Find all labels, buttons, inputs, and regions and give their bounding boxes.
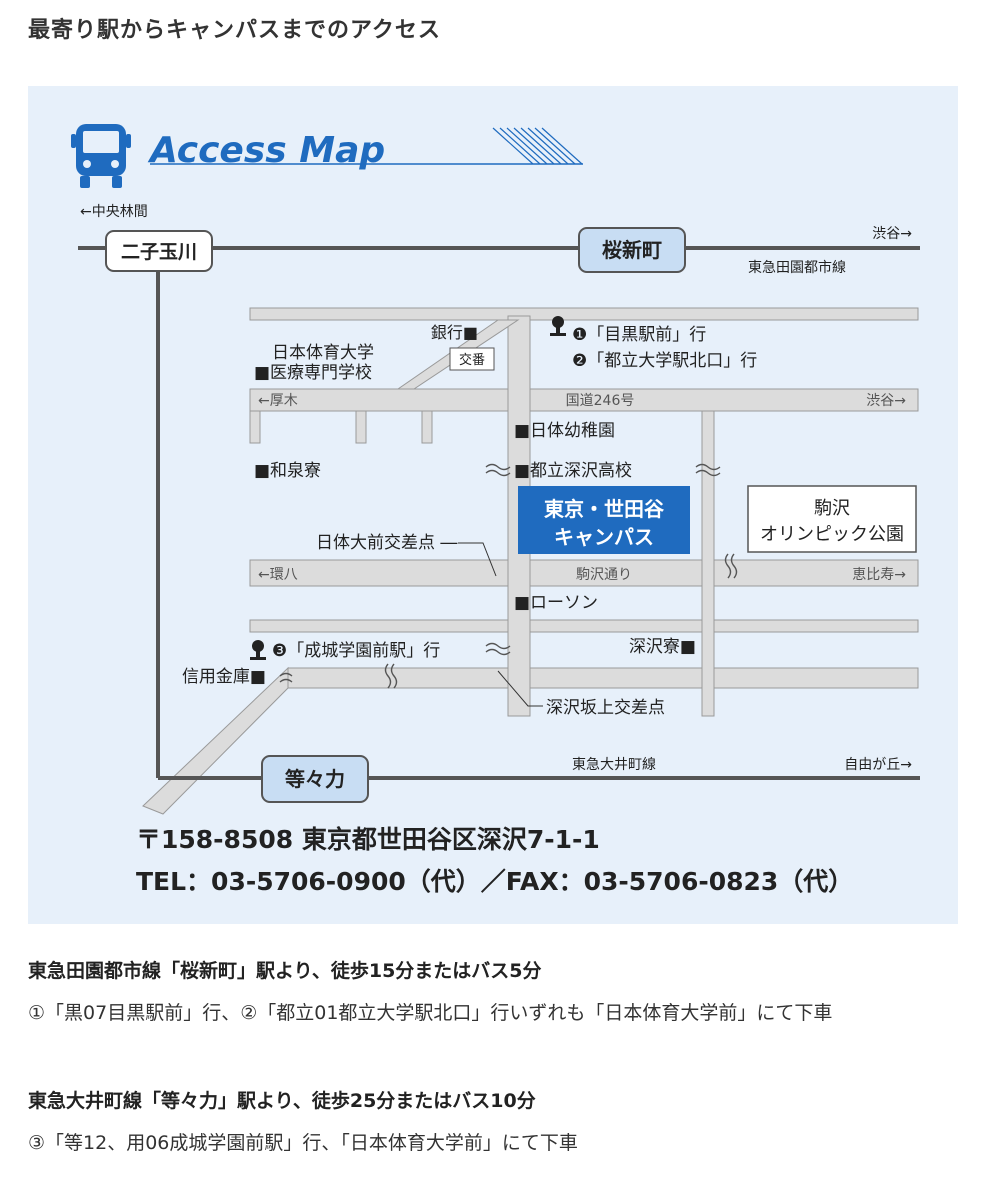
lawson-label: ■ローソン (514, 593, 598, 613)
station-futako: 二子玉川 (105, 230, 213, 272)
fukasawa-dorm-label: 深沢寮■ (629, 637, 696, 657)
dir-kanpachi: ←環八 (258, 567, 298, 583)
kindergarten-label: ■日体幼稚園 (514, 421, 615, 441)
route-1-title: 東急田園都市線「桜新町」駅より、徒歩15分またはバス5分 (28, 960, 542, 982)
route-246: 国道246号 (566, 393, 635, 409)
bus-stop-1-label: ❶「目黒駅前」行 (572, 325, 706, 345)
park-label-line2: オリンピック公園 (760, 524, 904, 545)
station-todoroki-label: 等々力 (285, 767, 345, 791)
road-break-marks (279, 463, 738, 689)
park-box: 駒沢 オリンピック公園 (747, 485, 917, 553)
nittai-label-1: 日本体育大学 (272, 343, 374, 363)
route-1-description: ①「黒07目黒駅前」行、②「都立01都立大学駅北口」行いずれも「日本体育大学前」… (28, 1002, 833, 1024)
access-map-svg: Access Map 二子玉川 桜新町 等々力 (71, 124, 920, 896)
title-hatch (492, 127, 583, 165)
dir-shibuya-top: 渋谷→ (872, 226, 912, 242)
nittai-label-2: ■医療専門学校 (254, 363, 372, 383)
bank-label: 銀行■ (431, 323, 478, 342)
tel-fax: TEL：03-5706-0900（代）／FAX：03-5706-0823（代） (136, 867, 853, 896)
bus-stop-pin-icon (250, 640, 266, 660)
dir-jiyugaoka: 自由が丘→ (844, 757, 912, 773)
roads (142, 307, 919, 815)
address: 〒158-8508 東京都世田谷区深沢7-1-1 (136, 825, 600, 854)
komazawa-dori: 駒沢通り (576, 567, 632, 583)
bus-stop-2-label: ❷「都立大学駅北口」行 (572, 351, 757, 371)
station-sakurashinmachi: 桜新町 (578, 227, 686, 273)
koban-box (449, 347, 495, 371)
leader-lines (458, 542, 543, 707)
highschool-label: ■都立深沢高校 (514, 461, 632, 481)
campus-label-line2: キャンパス (554, 525, 654, 549)
route-2-title: 東急大井町線「等々力」駅より、徒歩25分またはバス10分 (28, 1090, 536, 1112)
bus-stop-3-label: ❸「成城学園前駅」行 (272, 641, 440, 661)
bus-stop-pin-icon (550, 316, 566, 336)
route-2-description: ③「等12、用06成城学園前駅」行、「日本体育大学前」にて下車 (28, 1132, 578, 1154)
bus-icon (71, 124, 131, 188)
park-label-line1: 駒沢 (814, 498, 850, 519)
shinkin-label: 信用金庫■ (182, 667, 266, 687)
page-heading: 最寄り駅からキャンパスまでのアクセス (28, 18, 441, 43)
dir-atsugi: ←厚木 (258, 393, 298, 409)
dir-chuo-rinkan: ←中央林間 (80, 204, 148, 220)
station-todoroki: 等々力 (261, 755, 369, 803)
line-oimachi: 東急大井町線 (572, 757, 656, 773)
dir-shibuya-mid: 渋谷→ (866, 393, 906, 409)
station-sakurashinmachi-label: 桜新町 (602, 238, 662, 262)
campus-box: 東京・世田谷 キャンパス (518, 486, 690, 554)
koban-label: 交番 (459, 352, 485, 368)
fukasawa-sakaue-label: 深沢坂上交差点 (546, 698, 665, 718)
campus-label-line1: 東京・世田谷 (544, 497, 665, 521)
nichidai-mae-label: 日体大前交差点 ― (316, 533, 457, 553)
access-map: Access Map 二子玉川 桜新町 等々力 (28, 86, 958, 924)
wasen-dorm-label: ■和泉寮 (254, 461, 321, 481)
map-title: Access Map (147, 130, 385, 171)
station-futako-label: 二子玉川 (121, 241, 197, 263)
dir-ebisu: 恵比寿→ (852, 566, 906, 583)
line-denentoshi: 東急田園都市線 (748, 259, 846, 276)
